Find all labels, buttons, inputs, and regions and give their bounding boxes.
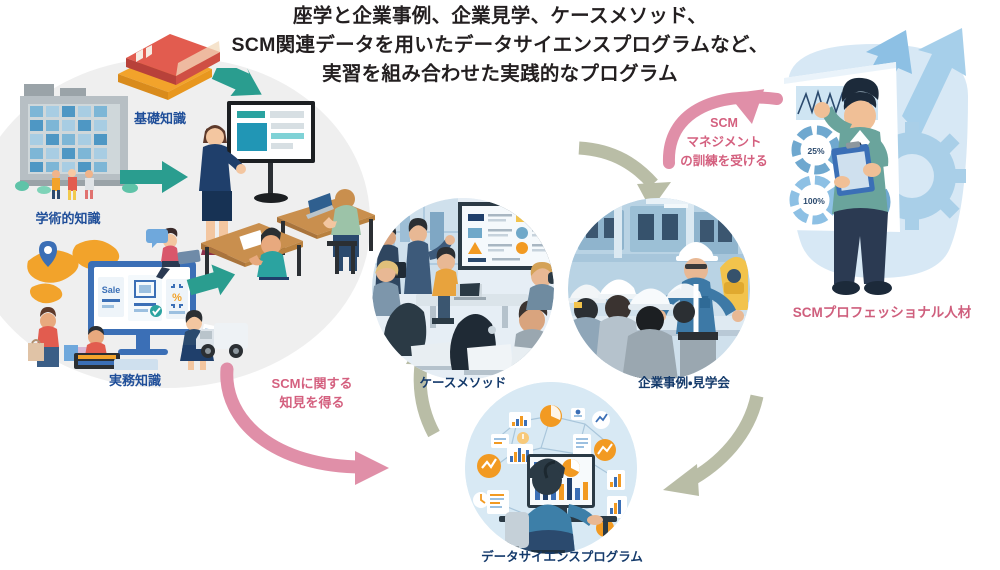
label-case-method: ケースメソッド: [419, 376, 507, 390]
university-building-illustration: [14, 78, 144, 208]
flow-label-into-cycle-line-1: SCMに関する: [271, 376, 353, 391]
cycle-node-data-science[interactable]: [465, 382, 637, 554]
flow-label-out-of-cycle: SCM マネジメント の訓練を受ける: [680, 114, 768, 171]
label-company-visit: 企業事例・見学会: [638, 376, 730, 390]
svg-text:%: %: [172, 292, 182, 304]
books-illustration: [100, 22, 230, 102]
label-scm-professional: SCMプロフェッショナル人材: [792, 305, 972, 320]
flow-label-out-line-1: SCM: [710, 116, 738, 130]
arrow-academic-to-classroom: [120, 160, 190, 199]
label-data-science-program: データサイエンスプログラム: [481, 550, 643, 564]
flow-label-out-line-2: マネジメント: [686, 135, 762, 149]
ecommerce-logistics-illustration: Sale %: [18, 225, 248, 375]
flow-label-into-cycle: SCMに関する 知見を得る: [272, 374, 353, 412]
label-basic-knowledge: 基礎知識: [133, 111, 187, 126]
donut-label-25: 25%: [807, 146, 824, 156]
arrow-books-to-classroom: [210, 60, 268, 119]
classroom-illustration: [185, 95, 375, 282]
label-academic-knowledge: 学術的知識: [35, 211, 101, 226]
label-practical-knowledge: 実務知識: [108, 373, 162, 388]
arrow-cycle-visit-to-ds: [645, 390, 775, 505]
arrow-into-cycle: [205, 355, 405, 490]
cycle-node-case-method[interactable]: [372, 198, 554, 380]
donut-label-100: 100%: [803, 196, 825, 206]
arrow-cycle-case-to-visit: [575, 140, 695, 220]
flow-label-into-cycle-line-2: 知見を得る: [279, 395, 345, 410]
cycle-node-company-visit[interactable]: [568, 198, 750, 380]
arrow-out-of-cycle: [655, 85, 795, 175]
sale-tag-text: Sale: [102, 285, 121, 295]
scm-professional-illustration: 25% 100%: [760, 20, 1000, 310]
flow-label-out-line-3: の訓練を受ける: [680, 154, 768, 168]
